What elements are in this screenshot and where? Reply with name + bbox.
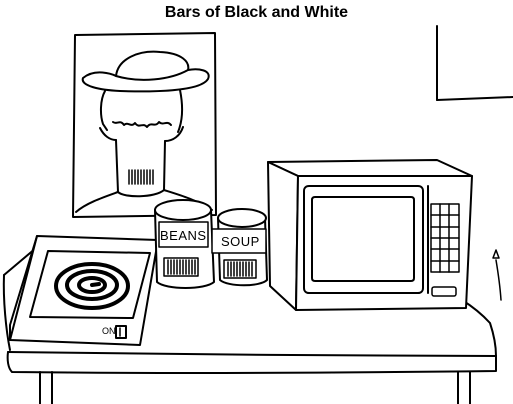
soup-label: SOUP [221, 234, 260, 249]
keypad-icon [430, 203, 460, 273]
microwave-door-button[interactable] [431, 286, 457, 297]
beans-label: BEANS [160, 228, 207, 243]
barcode-soup-icon [223, 259, 257, 279]
barcode-face-icon [128, 169, 154, 185]
power-cord [492, 249, 502, 301]
beans-can [154, 199, 215, 289]
spiral-burner-icon [54, 262, 130, 310]
comic-title: Bars of Black and White [164, 4, 349, 21]
hob-switch-label: ON [102, 326, 116, 336]
table [2, 274, 497, 404]
hot-plate [9, 235, 159, 346]
poster [72, 32, 217, 218]
microwave [267, 159, 473, 311]
wall-lines [3, 25, 513, 276]
soup-can [211, 208, 268, 287]
head-icon [75, 89, 213, 213]
hat-icon [81, 50, 210, 93]
barcode-beans-icon [163, 257, 199, 277]
hob-switch[interactable] [115, 325, 127, 339]
